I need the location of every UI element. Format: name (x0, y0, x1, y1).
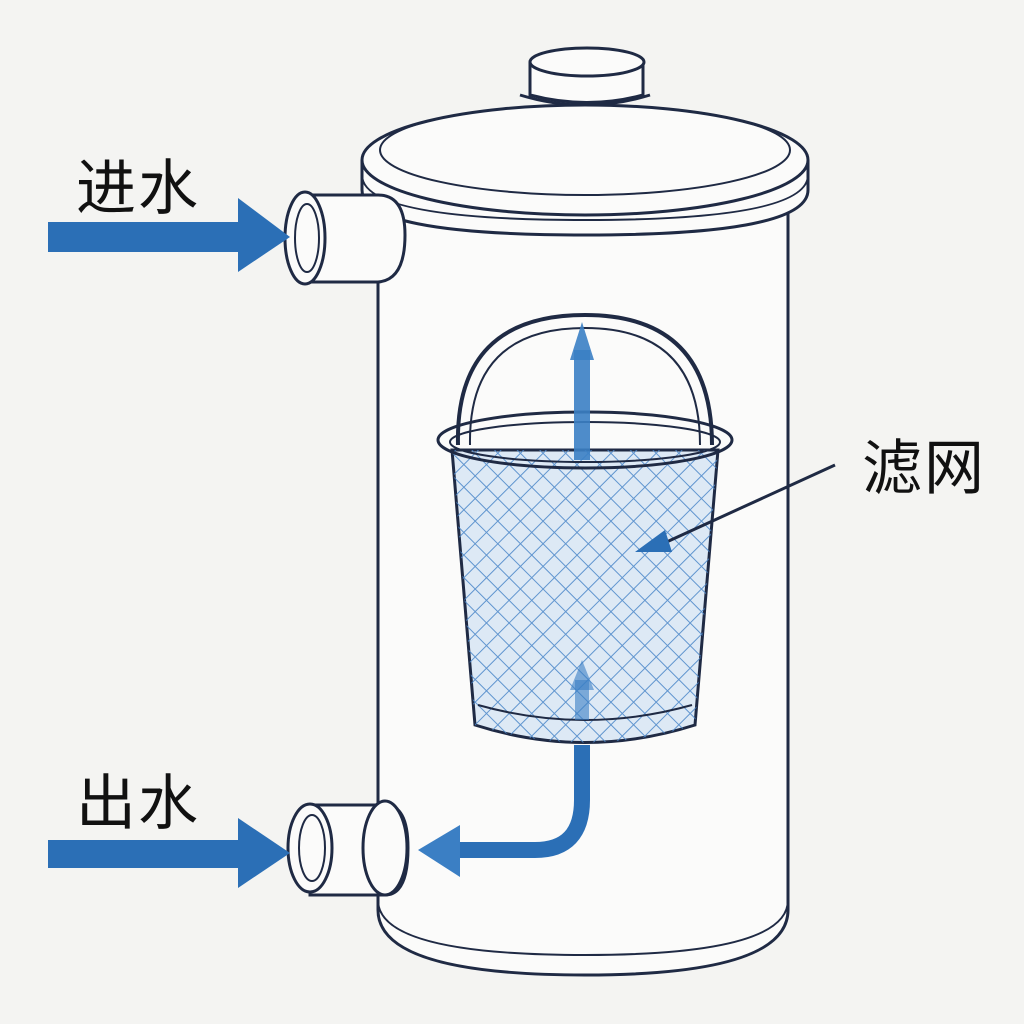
internal-flow-arrow (418, 322, 594, 877)
inlet-pipe (283, 190, 407, 286)
filter-pointer (635, 463, 836, 552)
outlet-pipe (286, 799, 410, 897)
filter-basket (436, 312, 734, 744)
outlet-label: 出水 (76, 769, 200, 839)
filter-label: 滤网 (862, 434, 986, 504)
outlet-arrow (48, 818, 290, 888)
inlet-label: 进水 (76, 154, 200, 224)
inlet-arrow (48, 198, 290, 272)
tank-lid (360, 46, 810, 237)
